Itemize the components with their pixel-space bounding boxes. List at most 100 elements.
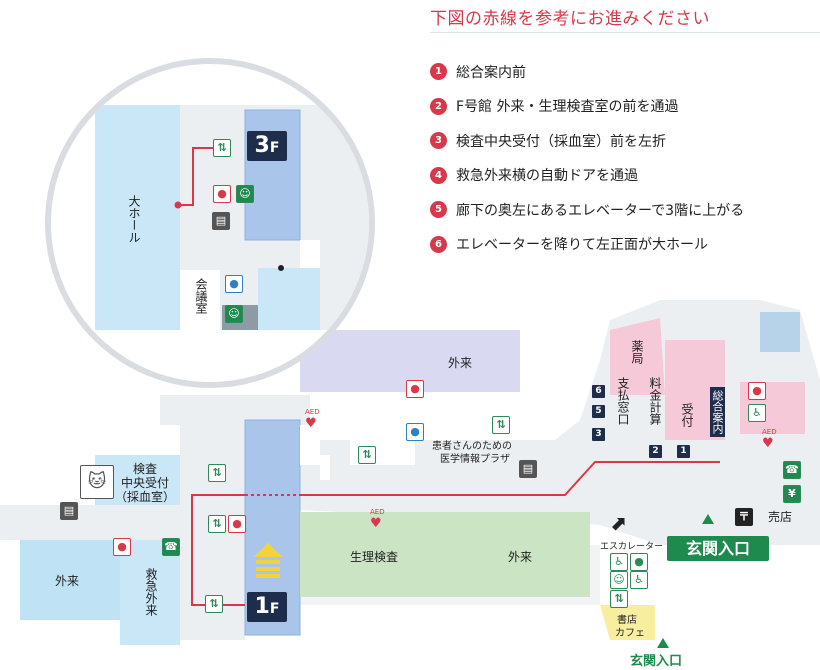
- aed-text: AED: [370, 508, 385, 516]
- step-text: 救急外来横の自動ドアを通過: [456, 168, 638, 185]
- test-reception-line3: （採血室）: [115, 490, 176, 504]
- area-pharmacy: [610, 318, 665, 395]
- heart-icon: ♥: [305, 416, 317, 431]
- bookstore-line1: 書店: [617, 615, 637, 626]
- restroom-icon-east: ●: [748, 382, 766, 400]
- emergency-label: 救急外来: [144, 568, 158, 616]
- window-number-1: 1: [677, 445, 690, 458]
- area-east-block: [760, 312, 800, 352]
- restroom-icon-escalator: ●: [630, 553, 648, 571]
- arrow-head: [254, 543, 282, 557]
- step-number: 1: [430, 63, 447, 80]
- men-restroom-icon-north: ●: [406, 423, 424, 441]
- page-title: 下図の赤線を参考にお進みください: [430, 9, 710, 29]
- step-number: 5: [430, 201, 447, 219]
- physiology-label: 生理検査: [350, 550, 399, 564]
- elevator-icon-escalator: ⇅: [610, 590, 628, 608]
- patient-plaza-line2: 医学情報プラザ: [440, 454, 510, 465]
- magnified-3f: [95, 105, 369, 330]
- wheelchair-icon-east: ♿: [748, 404, 766, 422]
- step-number: 3: [430, 132, 447, 150]
- outpatient-south-label: 外来: [508, 550, 533, 564]
- area-small-3: [300, 425, 320, 465]
- vending-icon-3f: ▤: [212, 212, 230, 230]
- step-item: 6 エレベーターを降りて左正面が大ホール: [430, 233, 744, 256]
- restroom-icon-1f: ●: [228, 515, 246, 533]
- area-physiology: [300, 512, 590, 597]
- step-text: 総合案内前: [456, 64, 526, 81]
- elevator-icon-1f-north: ⇅: [208, 464, 226, 482]
- phone-icon: ☎: [162, 538, 180, 556]
- bookstore-line2: カフェ: [615, 628, 645, 639]
- elevator-icon-1f-mid: ⇅: [208, 515, 226, 533]
- elevator-icon-plaza-2: ⇅: [492, 416, 510, 434]
- phone-icon-east: ☎: [783, 461, 801, 479]
- main-entrance-sign: 玄関入口: [667, 536, 769, 561]
- aed-marker-east: AED♥: [762, 428, 777, 451]
- meeting-room-label: 会議室: [194, 278, 208, 314]
- payment-window-label: 支払窓口: [616, 377, 630, 425]
- window-number-6: 6: [592, 385, 605, 398]
- baby-care-icon-escalator: ☺: [610, 571, 628, 589]
- yen-icon: ¥: [783, 485, 801, 503]
- floor-1f-suffix: F: [269, 601, 280, 617]
- great-hall-label: 大ホール: [127, 195, 141, 243]
- outpatient-west-label: 外来: [55, 574, 80, 588]
- vending-icon-plaza: ▤: [519, 460, 537, 478]
- arrow-stem-1: [256, 560, 280, 564]
- reception-label: 受付: [680, 403, 694, 427]
- wheelchair-icon-escalator-2: ♿: [630, 571, 648, 589]
- window-number-5: 5: [592, 405, 605, 418]
- aed-text: AED: [305, 408, 320, 416]
- step-list: 1 総合案内前 2 F号館 外来・生理検査室の前を通過 3 検査中央受付（採血室）前を…: [430, 60, 744, 268]
- outpatient-north-label: 外来: [448, 356, 473, 370]
- step-number: 4: [430, 166, 447, 184]
- floor-badge-1f: 1F: [247, 592, 287, 622]
- men-restroom-icon-3f: ●: [225, 275, 243, 293]
- step-text: F号館 外来・生理検査室の前を通過: [456, 99, 679, 116]
- escalator-icon: ⬈: [609, 511, 627, 535]
- floor-3f-suffix: F: [269, 140, 280, 156]
- wheelchair-icon-escalator: ♿: [610, 553, 628, 571]
- window-number-2: 2: [649, 445, 662, 458]
- window-number-3: 3: [592, 428, 605, 441]
- baby-care-icon-3f-lower: ☺: [225, 305, 243, 323]
- entrance-triangle-main: [702, 514, 714, 524]
- floor-3f-number: 3: [254, 133, 270, 158]
- elevator-icon-plaza: ⇅: [358, 446, 376, 464]
- area-small-1: [320, 455, 330, 480]
- pharmacy-label: 薬局: [630, 340, 644, 364]
- step-text: 廊下の奥左にあるエレベーターで3階に上がる: [456, 202, 745, 219]
- step-number: 2: [430, 97, 447, 115]
- escalator-label: エスカレーター: [600, 542, 664, 552]
- info-desk-label: 総合案内: [710, 387, 725, 437]
- women-restroom-icon-emergency: ●: [113, 538, 131, 556]
- elevator-icon-3f: ⇅: [213, 139, 231, 157]
- arrow-stem-3: [256, 574, 280, 578]
- floor-1f-number: 1: [254, 594, 270, 619]
- divider: [430, 32, 820, 33]
- step-item: 4 救急外来横の自動ドアを通過: [430, 164, 744, 187]
- area-bookstore: [600, 605, 655, 640]
- step-number: 6: [430, 235, 447, 253]
- floor-badge-3f: 3F: [247, 131, 287, 161]
- baby-care-icon-3f: ☺: [236, 185, 254, 203]
- step-text: 検査中央受付（採血室）前を左折: [456, 133, 666, 150]
- post-icon: 〒: [735, 508, 753, 526]
- south-entrance-label: 玄関入口: [630, 654, 683, 669]
- entrance-triangle-south: [657, 638, 669, 648]
- aed-marker-north: AED♥: [305, 408, 320, 431]
- billing-label: 料金計算: [648, 377, 662, 425]
- route-line-1f: [300, 461, 720, 496]
- step-item: 2 F号館 外来・生理検査室の前を通過: [430, 95, 744, 118]
- elevator-icon-1f-west: ⇅: [205, 595, 223, 613]
- test-reception-line1: 検査: [133, 462, 158, 476]
- area-outpatient-west: [20, 540, 120, 620]
- restroom-icon-north: ●: [406, 380, 424, 398]
- vending-icon-west: ▤: [60, 502, 78, 520]
- aed-text: AED: [762, 428, 777, 436]
- shop-label: 売店: [768, 510, 793, 524]
- patient-plaza-line1: 患者さんのための: [432, 441, 512, 452]
- step-text: エレベーターを降りて左正面が大ホール: [456, 237, 708, 254]
